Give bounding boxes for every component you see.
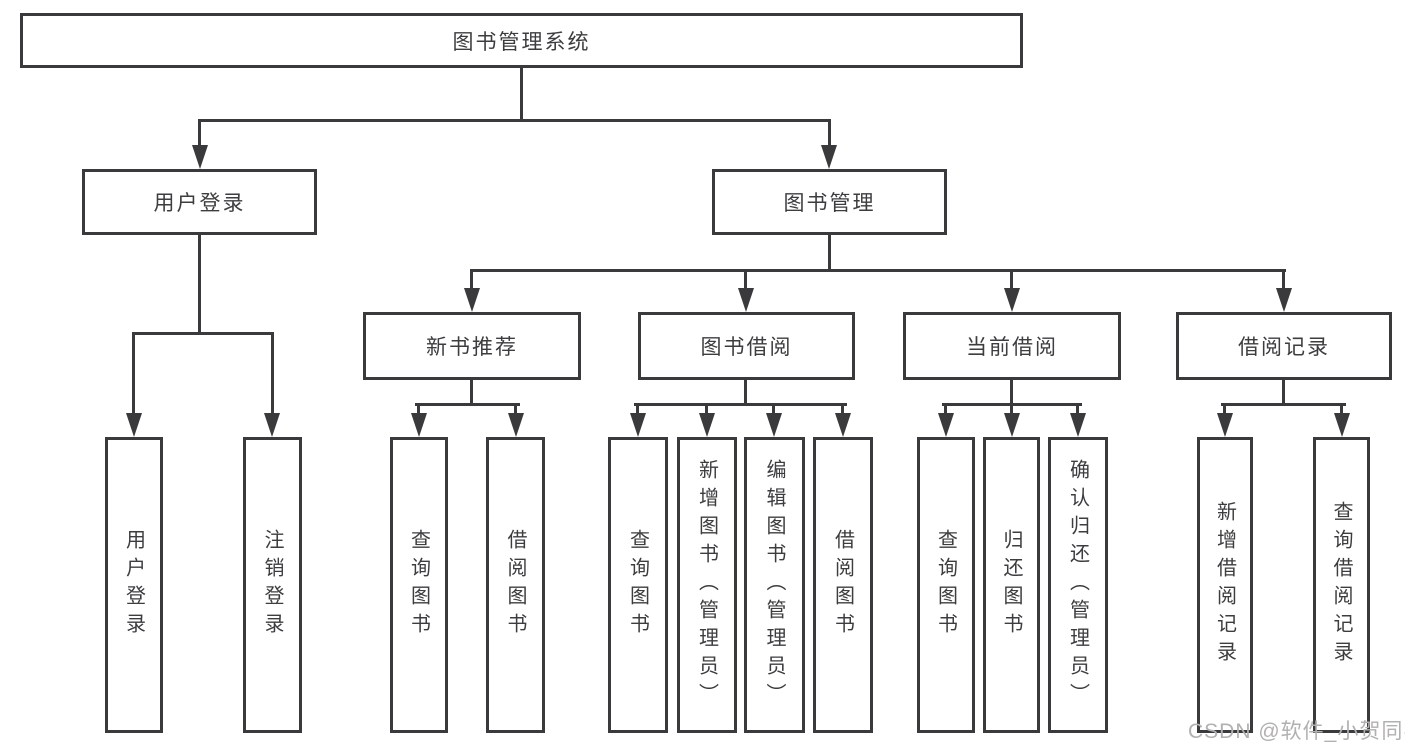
leaf-recommend-borrow-books-label: 借阅图书	[504, 529, 526, 641]
arrowhead-c2	[699, 413, 715, 437]
leaf-return-books-label: 归还图书	[1000, 529, 1022, 641]
node-library-system-label: 图书管理系统	[452, 30, 591, 54]
leaf-borrowing-query-books-label: 查询图书	[626, 529, 649, 641]
leaf-borrowing-borrow-books: 借阅图书	[813, 437, 873, 733]
connector-book-borrowing-rail	[634, 403, 847, 406]
connector-drop-borrow-records	[1282, 269, 1285, 290]
arrowhead-e2	[1334, 413, 1350, 437]
connector-drop-current-borrowing	[1010, 269, 1013, 290]
node-book-management: 图书管理	[712, 169, 947, 235]
arrowhead-b2	[508, 413, 524, 437]
connector-level3-rail	[470, 269, 1286, 272]
connector-drop-d3	[1076, 403, 1079, 416]
connector-user-login-stub	[198, 235, 201, 335]
connector-drop-d2	[1010, 403, 1013, 416]
leaf-edit-books-admin: 编辑图书（管理员）	[744, 437, 805, 733]
connector-drop-leaf-logout	[271, 332, 274, 415]
leaf-add-books-admin-label: 新增图书（管理员）	[695, 459, 718, 711]
leaf-confirm-return-admin: 确认归还（管理员）	[1048, 437, 1108, 733]
leaf-add-books-admin: 新增图书（管理员）	[677, 437, 737, 733]
node-current-borrowing-label: 当前借阅	[966, 336, 1058, 359]
node-book-borrowing-label: 图书借阅	[700, 336, 793, 359]
leaf-logout-label: 注销登录	[261, 529, 283, 641]
connector-drop-leaf-login	[132, 332, 135, 415]
arrowhead-c3	[766, 413, 782, 437]
connector-drop-book-borrowing	[744, 269, 747, 290]
arrowhead-leaf-logout	[264, 413, 280, 437]
leaf-logout: 注销登录	[243, 437, 302, 733]
connector-drop-d1	[944, 403, 947, 416]
connector-borrow-records-stub	[1282, 380, 1285, 406]
leaf-add-borrow-record: 新增借阅记录	[1197, 437, 1253, 733]
connector-borrow-records-rail	[1221, 403, 1346, 406]
connector-drop-c4	[841, 403, 844, 416]
arrowhead-book-borrowing	[738, 288, 754, 312]
connector-drop-b2	[514, 403, 517, 416]
leaf-recommend-query-books-label: 查询图书	[407, 529, 430, 641]
arrowhead-user-login	[192, 145, 208, 169]
arrowhead-new-book	[464, 288, 480, 312]
arrowhead-d1	[938, 413, 954, 437]
connector-drop-user-login	[198, 119, 201, 147]
leaf-query-borrow-record-label: 查询借阅记录	[1330, 501, 1352, 669]
arrowhead-leaf-login	[126, 413, 142, 437]
leaf-user-login-label: 用户登录	[122, 529, 145, 641]
node-book-borrowing: 图书借阅	[638, 312, 855, 380]
connector-drop-c2	[705, 403, 708, 416]
connector-drop-new-book	[470, 269, 473, 290]
leaf-recommend-query-books: 查询图书	[390, 437, 448, 733]
arrowhead-d3	[1070, 413, 1086, 437]
arrowhead-b1	[411, 413, 427, 437]
connector-drop-e2	[1340, 403, 1343, 416]
node-new-book-recommend: 新书推荐	[363, 312, 581, 380]
connector-user-login-rail	[132, 332, 274, 335]
leaf-borrowing-borrow-books-label: 借阅图书	[831, 529, 854, 641]
arrowhead-current-borrowing	[1004, 288, 1020, 312]
leaf-recommend-borrow-books: 借阅图书	[486, 437, 545, 733]
connector-root-stub	[520, 68, 523, 122]
leaf-borrowing-query-books: 查询图书	[608, 437, 668, 733]
node-user-login-label: 用户登录	[153, 192, 246, 215]
leaf-add-borrow-record-label: 新增借阅记录	[1213, 501, 1236, 669]
arrowhead-c1	[630, 413, 646, 437]
connector-new-book-stub	[470, 380, 473, 406]
connector-book-management-stub	[828, 235, 831, 272]
node-new-book-recommend-label: 新书推荐	[426, 336, 518, 359]
leaf-confirm-return-admin-label: 确认归还（管理员）	[1066, 459, 1089, 711]
connector-new-book-rail	[415, 403, 520, 406]
leaf-edit-books-admin-label: 编辑图书（管理员）	[763, 459, 785, 711]
connector-current-borrowing-stub	[1010, 380, 1013, 406]
arrowhead-book-management	[821, 145, 837, 169]
leaf-current-query-books-label: 查询图书	[934, 529, 957, 641]
connector-drop-c1	[636, 403, 639, 416]
leaf-current-query-books: 查询图书	[917, 437, 975, 733]
node-book-management-label: 图书管理	[783, 192, 876, 215]
leaf-return-books: 归还图书	[983, 437, 1040, 733]
connector-book-borrowing-stub	[744, 380, 747, 406]
connector-drop-e1	[1223, 403, 1226, 416]
node-borrow-records-label: 借阅记录	[1238, 336, 1330, 359]
csdn-watermark: CSDN @软件_小贺同学	[1188, 720, 1405, 743]
arrowhead-c4	[835, 413, 851, 437]
leaf-query-borrow-record: 查询借阅记录	[1313, 437, 1370, 733]
arrowhead-d2	[1004, 413, 1020, 437]
leaf-user-login: 用户登录	[105, 437, 163, 733]
arrowhead-e1	[1217, 413, 1233, 437]
connector-drop-c3	[772, 403, 775, 416]
connector-drop-b1	[417, 403, 420, 416]
node-user-login: 用户登录	[82, 169, 317, 235]
node-library-system: 图书管理系统	[20, 13, 1023, 68]
connector-drop-book-management	[828, 119, 831, 147]
node-borrow-records: 借阅记录	[1176, 312, 1392, 380]
connector-level2-rail	[198, 119, 831, 122]
arrowhead-borrow-records	[1276, 288, 1292, 312]
node-current-borrowing: 当前借阅	[903, 312, 1121, 380]
